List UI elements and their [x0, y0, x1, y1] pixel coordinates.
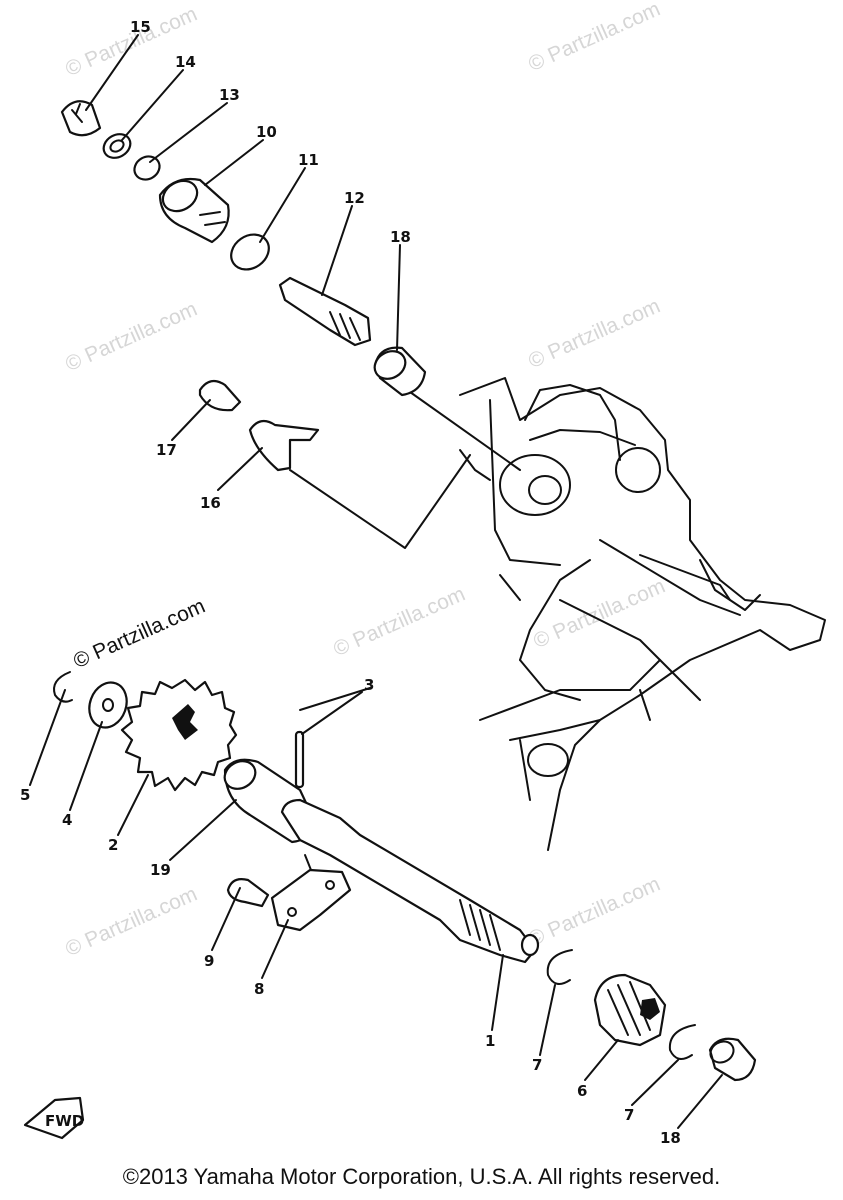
part-7-circlip-a: [546, 949, 573, 985]
part-13-ring: [133, 155, 161, 181]
part-12-driven-shaft: [278, 276, 372, 347]
part-15-cap: [60, 100, 102, 137]
callout-leaders: [29, 34, 723, 1129]
callout-17: 17: [156, 441, 177, 459]
part-11-oring: [230, 233, 270, 271]
part-2-gear: [120, 678, 238, 792]
callout-13: 13: [219, 86, 240, 104]
part-3-pin: [294, 730, 305, 789]
part-9-bolt: [226, 878, 270, 908]
engine-case: [459, 377, 826, 851]
part-18-bushing-bottom: [708, 1037, 757, 1082]
callout-2: 2: [108, 836, 118, 854]
callout-3: 3: [364, 676, 374, 694]
callout-16: 16: [200, 494, 221, 512]
part-18-bushing-top: [373, 346, 427, 397]
callout-19: 19: [150, 861, 171, 879]
part-4-washer: [88, 681, 128, 729]
part-8-plate: [270, 868, 352, 932]
callout-5: 5: [20, 786, 30, 804]
callout-6: 6: [577, 1082, 587, 1100]
callout-11: 11: [298, 151, 319, 169]
part-10-sleeve: [158, 177, 230, 244]
callout-10: 10: [256, 123, 277, 141]
part-5-circlip: [53, 671, 73, 703]
callout-1: 1: [485, 1032, 495, 1050]
callout-7a: 7: [532, 1056, 542, 1074]
part-7-circlip-b: [668, 1024, 696, 1060]
callout-15: 15: [130, 18, 151, 36]
callout-12: 12: [344, 189, 365, 207]
part-14-washer: [102, 133, 132, 159]
callout-18-top: 18: [390, 228, 411, 246]
part-17-plug: [198, 379, 242, 412]
callout-7b: 7: [624, 1106, 634, 1124]
callout-18-bottom: 18: [660, 1129, 681, 1147]
fwd-label: FWD: [45, 1112, 84, 1130]
copyright-notice: ©2013 Yamaha Motor Corporation, U.S.A. A…: [122, 1164, 721, 1189]
callout-numbers: 15 14 13 10 11 12 18 17 16 3 5 4 2 19 9 …: [20, 18, 681, 1147]
callout-8: 8: [254, 980, 264, 998]
part-6-drive-gear: [593, 973, 667, 1047]
callout-14: 14: [175, 53, 196, 71]
part-1-shaft: [280, 798, 540, 964]
callout-9: 9: [204, 952, 214, 970]
part-16-clip: [248, 419, 320, 472]
fwd-arrow-icon: FWD: [23, 1096, 84, 1140]
callout-4: 4: [62, 811, 72, 829]
leader-lines: [289, 391, 521, 881]
